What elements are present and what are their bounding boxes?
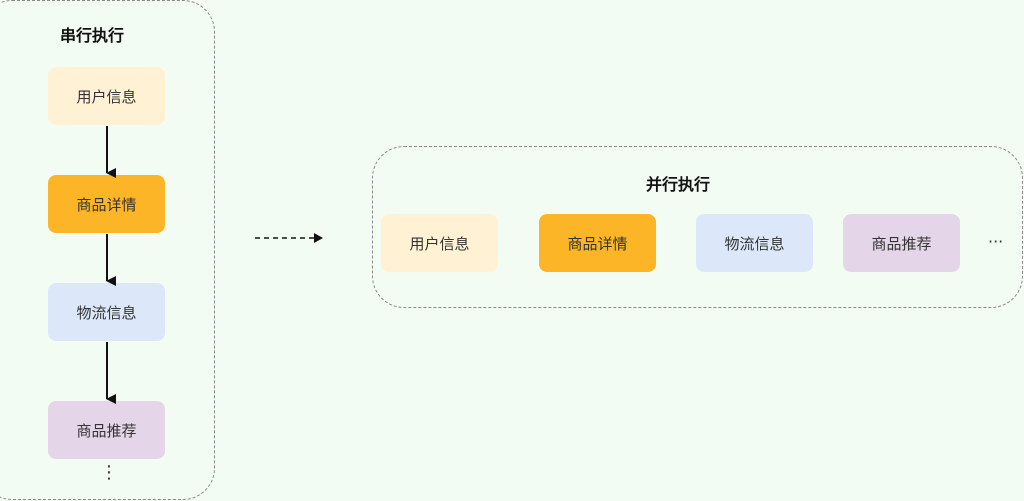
parallel-title: 并行执行 — [646, 175, 711, 194]
parallel-group — [372, 146, 1023, 308]
transition-arrow — [255, 233, 323, 243]
parallel-step-product-detail: 商品详情 — [539, 214, 656, 272]
parallel-step-user-info: 用户信息 — [381, 214, 498, 272]
serial-more-ellipsis: ⋮ — [100, 462, 118, 483]
serial-step-recommend: 商品推荐 — [48, 401, 165, 459]
serial-step-logistics: 物流信息 — [48, 283, 165, 341]
serial-step-product-detail: 商品详情 — [48, 175, 165, 233]
serial-step-user-info: 用户信息 — [48, 67, 165, 125]
serial-title: 串行执行 — [60, 26, 125, 45]
serial-group — [0, 0, 215, 500]
parallel-step-logistics: 物流信息 — [696, 214, 813, 272]
serial-arrows — [106, 126, 116, 404]
parallel-more-ellipsis: ··· — [988, 232, 1004, 251]
parallel-step-recommend: 商品推荐 — [843, 214, 960, 272]
